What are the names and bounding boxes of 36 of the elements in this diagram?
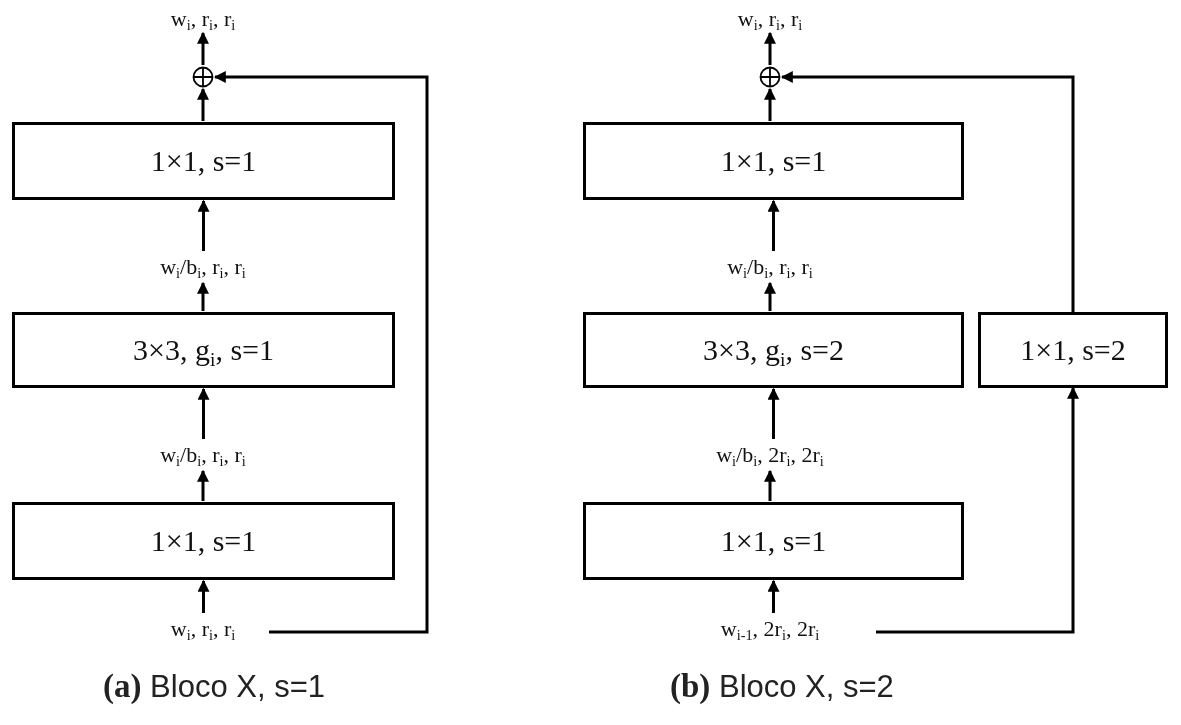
arrow xyxy=(197,281,209,311)
tensor-shape-label: w$_{i-1}$, 2r$_{i}$, 2r$_{i}$ xyxy=(670,614,870,644)
arrow xyxy=(764,87,776,121)
tensor-shape-label: w$_{i}$/b$_{i}$, 2r$_{i}$, 2r$_{i}$ xyxy=(665,440,875,470)
sum-circle xyxy=(192,66,214,88)
arrow xyxy=(764,31,776,65)
tensor-shape-label: w$_{i}$, r$_{i}$, r$_{i}$ xyxy=(143,614,263,644)
arrow xyxy=(767,199,780,251)
tensor-shape-label: w$_{i}$/b$_{i}$, r$_{i}$, r$_{i}$ xyxy=(113,252,293,282)
arrow xyxy=(197,387,210,439)
layer-box: 3×3, g$_{i}$, s=2 xyxy=(583,312,964,388)
layer-box: 1×1, s=1 xyxy=(583,502,964,580)
layer-box: 3×3, g$_{i}$, s=1 xyxy=(12,312,395,388)
layer-box: 1×1, s=1 xyxy=(583,122,964,200)
tensor-shape-label: w$_{i}$, r$_{i}$, r$_{i}$ xyxy=(143,6,263,32)
arrow xyxy=(780,71,1075,312)
tensor-shape-label: w$_{i}$/b$_{i}$, r$_{i}$, r$_{i}$ xyxy=(113,440,293,470)
arrow xyxy=(197,87,209,121)
figure-caption: (b) Bloco X, s=2 xyxy=(670,668,894,705)
arrow xyxy=(876,386,1079,634)
arrow xyxy=(213,71,429,634)
sum-circle xyxy=(759,66,781,88)
arrow xyxy=(197,469,209,501)
arrow xyxy=(197,199,210,251)
arrow xyxy=(764,281,776,311)
arrow xyxy=(767,579,780,613)
layer-box: 1×1, s=1 xyxy=(12,502,395,580)
arrow xyxy=(197,579,210,613)
layer-box: 1×1, s=1 xyxy=(12,122,395,200)
layer-box: 1×1, s=2 xyxy=(978,312,1168,388)
tensor-shape-label: w$_{i}$/b$_{i}$, r$_{i}$, r$_{i}$ xyxy=(680,252,860,282)
arrow xyxy=(767,387,780,439)
arrow xyxy=(197,31,209,65)
tensor-shape-label: w$_{i}$, r$_{i}$, r$_{i}$ xyxy=(710,6,830,32)
arrow xyxy=(764,469,776,501)
figure-caption: (a) Bloco X, s=1 xyxy=(103,668,325,705)
